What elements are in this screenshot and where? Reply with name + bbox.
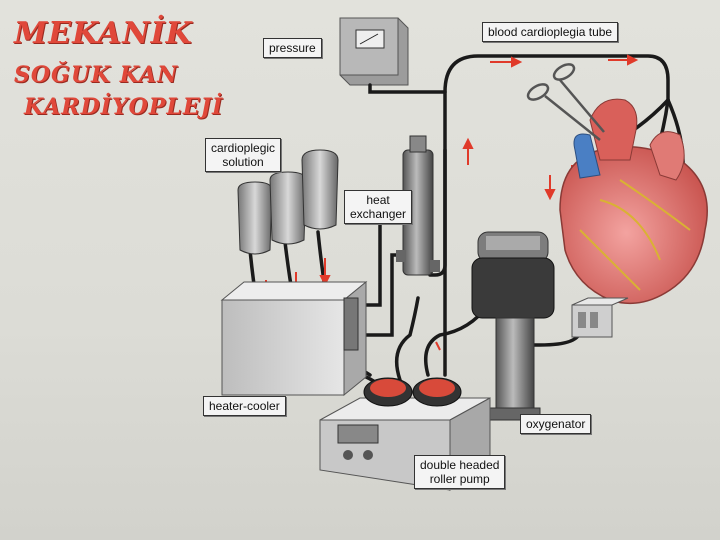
- label-blood-cardioplegia-tube: blood cardioplegia tube: [482, 22, 619, 42]
- label-double-headed-roller-pump: double headed roller pump: [414, 455, 506, 489]
- heart-illustration: [559, 98, 708, 305]
- slide-title-line1: MEKANİK: [14, 16, 193, 51]
- cardioplegia-bags: [237, 149, 339, 255]
- heater-cooler-unit: [220, 280, 368, 397]
- oxygenator-unit: [471, 231, 555, 421]
- pressure-monitor: [339, 17, 409, 86]
- label-heat-exchanger: heat exchanger: [344, 190, 413, 224]
- slide-title-line2: SOĞUK KAN: [14, 62, 179, 88]
- label-cardioplegic-solution: cardioplegic solution: [205, 138, 282, 172]
- cross-clamp-icon: [526, 63, 605, 141]
- slide-title-line3: KARDİYOPLEJİ: [24, 94, 224, 120]
- gas-blender-unit: [571, 297, 629, 338]
- label-oxygenator: oxygenator: [520, 414, 592, 434]
- label-heater-cooler: heater-cooler: [203, 396, 286, 416]
- label-pressure: pressure: [263, 38, 322, 58]
